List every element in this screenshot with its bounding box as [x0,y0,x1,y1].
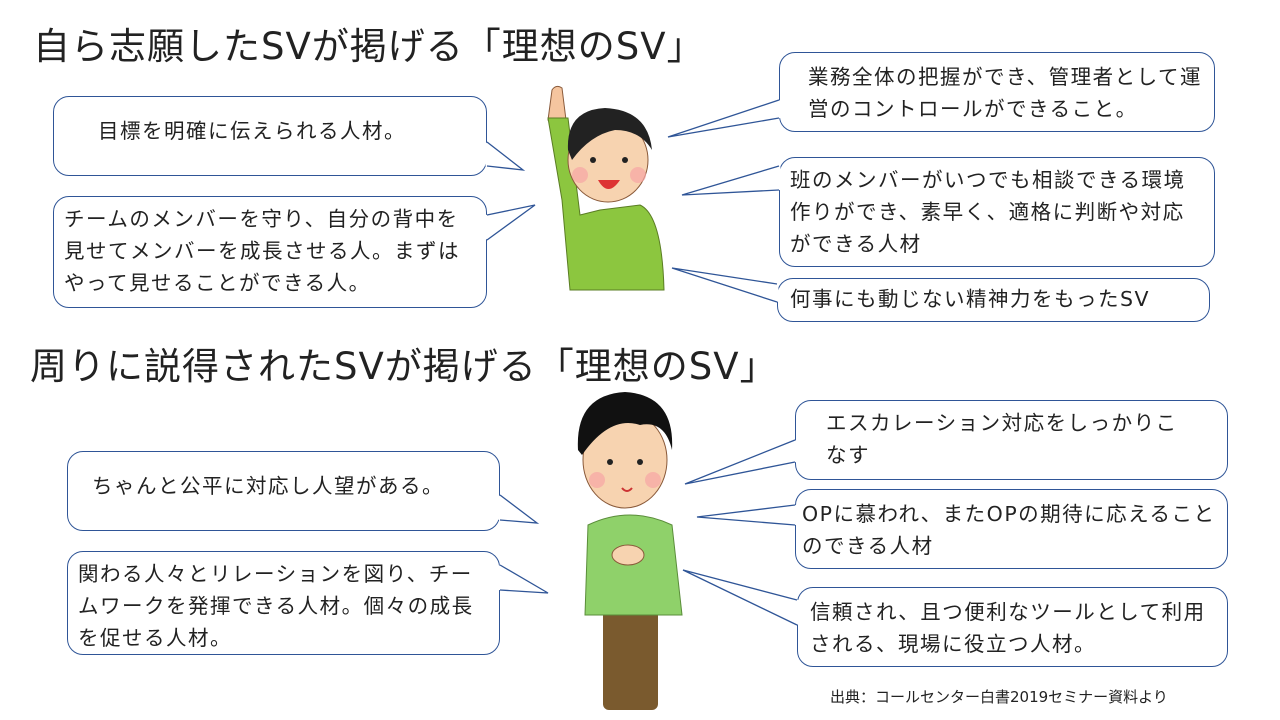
bubble-tail-outline [696,504,796,526]
speech-bubble: 関わる人々とリレーションを図り、チームワークを発揮できる人材。個々の成長を促せる… [67,551,500,655]
bubble-tail [697,505,797,525]
bubble-tail-outline [682,569,798,626]
bubble-tail-outline [671,267,778,303]
source-citation: 出典：コールセンター白書2019セミナー資料より [830,688,1168,706]
standing-person-illustration [577,392,683,710]
section2-title: 周りに説得されたSVが掲げる「理想のSV」 [30,345,778,388]
speech-bubble: OPに慕われ、またOPの期待に応えることのできる人材 [795,489,1228,569]
speech-bubble: 目標を明確に伝えられる人材。 [53,96,487,176]
speech-bubble: 信頼され、且つ便利なツールとして利用される、現場に役立つ人材。 [797,587,1228,667]
speech-bubble: 業務全体の把握ができ、管理者として運営のコントロールができること。 [779,52,1215,132]
bubble-tail-outline [486,204,536,241]
speech-bubble: ちゃんと公平に対応し人望がある。 [67,451,500,531]
bubble-tail-outline [681,165,780,196]
bubble-tail-outline [667,99,780,138]
bubble-tail-outline [486,141,526,171]
raising-hand-person-illustration [547,85,665,291]
speech-bubble: 何事にも動じない精神力をもったSV [777,278,1210,322]
speech-bubble: チームのメンバーを守り、自分の背中を見せてメンバーを成長させる人。まずはやって見… [53,196,487,308]
speech-bubble: エスカレーション対応をしっかりこなす [795,400,1228,480]
bubble-tail-outline [499,494,540,524]
bubble-tail-outline [684,439,796,485]
section1-title: 自ら志願したSVが掲げる「理想のSV」 [33,25,705,68]
speech-bubble: 班のメンバーがいつでも相談できる環境作りができ、素早く、適格に判断や対応ができる… [779,157,1215,267]
bubble-tail-outline [499,564,549,594]
